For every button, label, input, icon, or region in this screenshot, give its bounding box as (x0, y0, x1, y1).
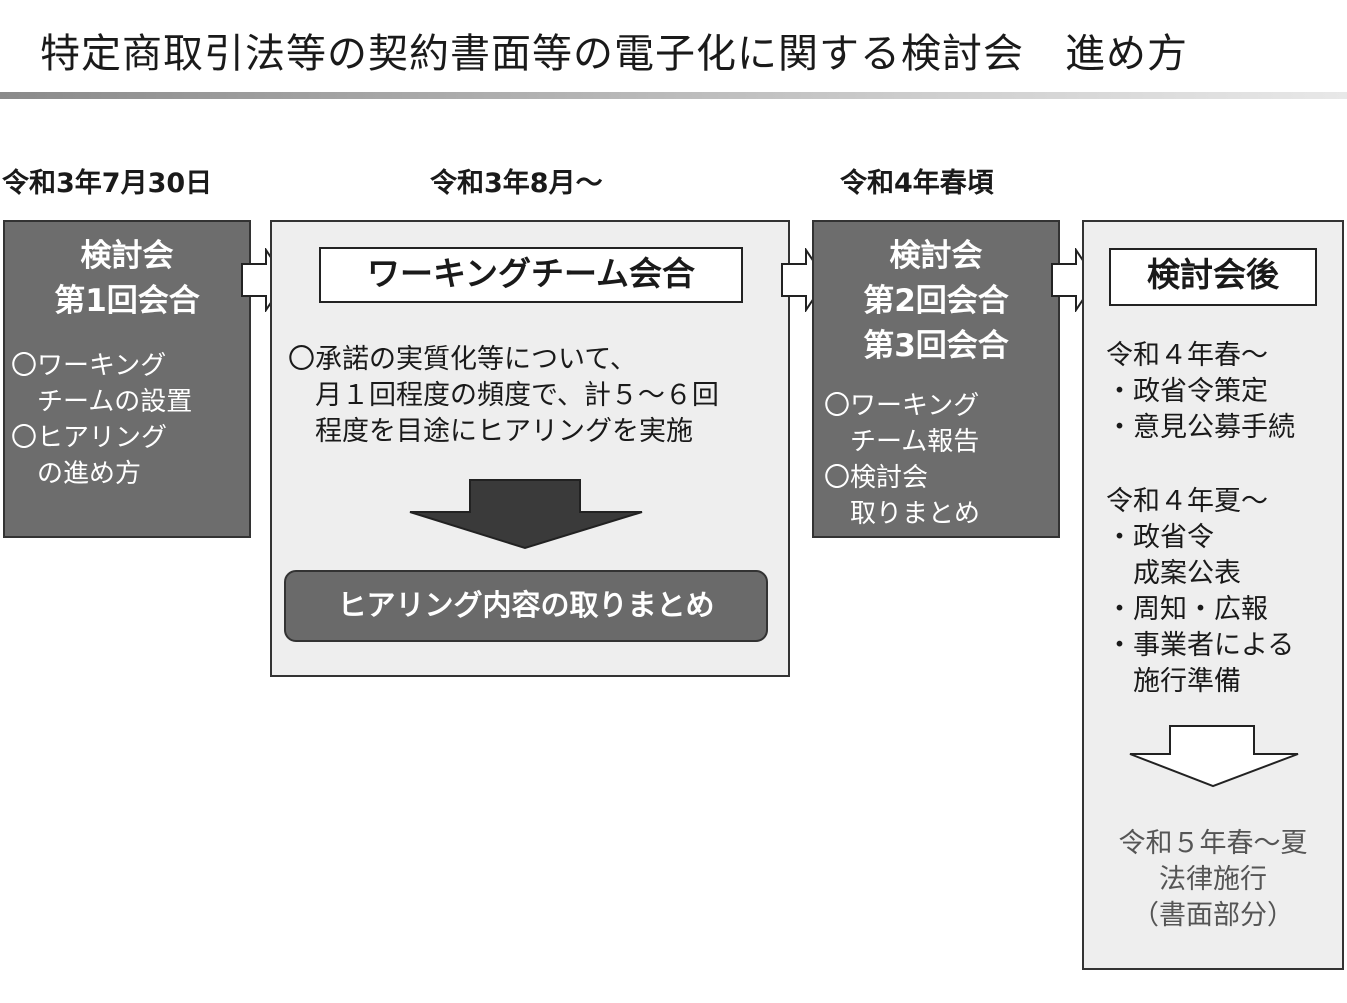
stage4-header: 検討会後 (1109, 248, 1317, 306)
stage4-final: 令和５年春～夏 法律施行 （書面部分） (1118, 828, 1308, 931)
stage1-title: 検討会 第1回会合 (54, 238, 200, 319)
stage4-box: 検討会後 令和４年春～ ・政省令策定 ・意見公募手続 令和４年夏～ ・政省令 成… (1082, 220, 1344, 970)
stage1-box: 検討会 第1回会合 〇ワーキング チームの設置 〇ヒアリング の進め方 (3, 220, 251, 538)
page-title: 特定商取引法等の契約書面等の電子化に関する検討会 進め方 (40, 31, 1188, 77)
date-stage1: 令和3年7月30日 (2, 168, 213, 199)
stage2-header: ワーキングチーム会合 (319, 247, 743, 303)
date-stage3: 令和4年春頃 (840, 168, 994, 199)
stage2-result: ヒアリング内容の取りまとめ (284, 570, 768, 642)
stage3-title: 検討会 第2回会合 第3回会合 (863, 238, 1009, 364)
stage4-summer: 令和４年夏～ ・政省令 成案公表 ・周知・広報 ・事業者による 施行準備 (1106, 486, 1295, 697)
stage1-body: 〇ワーキング チームの設置 〇ヒアリング の進め方 (11, 351, 193, 489)
down-arrow-icon (1128, 724, 1300, 788)
stage2-box: ワーキングチーム会合 〇承諾の実質化等について、 月１回程度の頻度で、計５～６回… (270, 220, 790, 677)
title-underline (0, 92, 1347, 99)
stage3-box: 検討会 第2回会合 第3回会合 〇ワーキング チーム報告 〇検討会 取りまとめ (812, 220, 1060, 538)
stage2-body: 〇承諾の実質化等について、 月１回程度の頻度で、計５～６回 程度を目途にヒアリン… (288, 344, 719, 447)
date-stage2: 令和3年8月～ (430, 168, 603, 199)
stage4-spring: 令和４年春～ ・政省令策定 ・意見公募手続 (1106, 340, 1295, 443)
down-arrow-icon (408, 478, 644, 550)
stage3-body: 〇ワーキング チーム報告 〇検討会 取りまとめ (824, 391, 981, 529)
